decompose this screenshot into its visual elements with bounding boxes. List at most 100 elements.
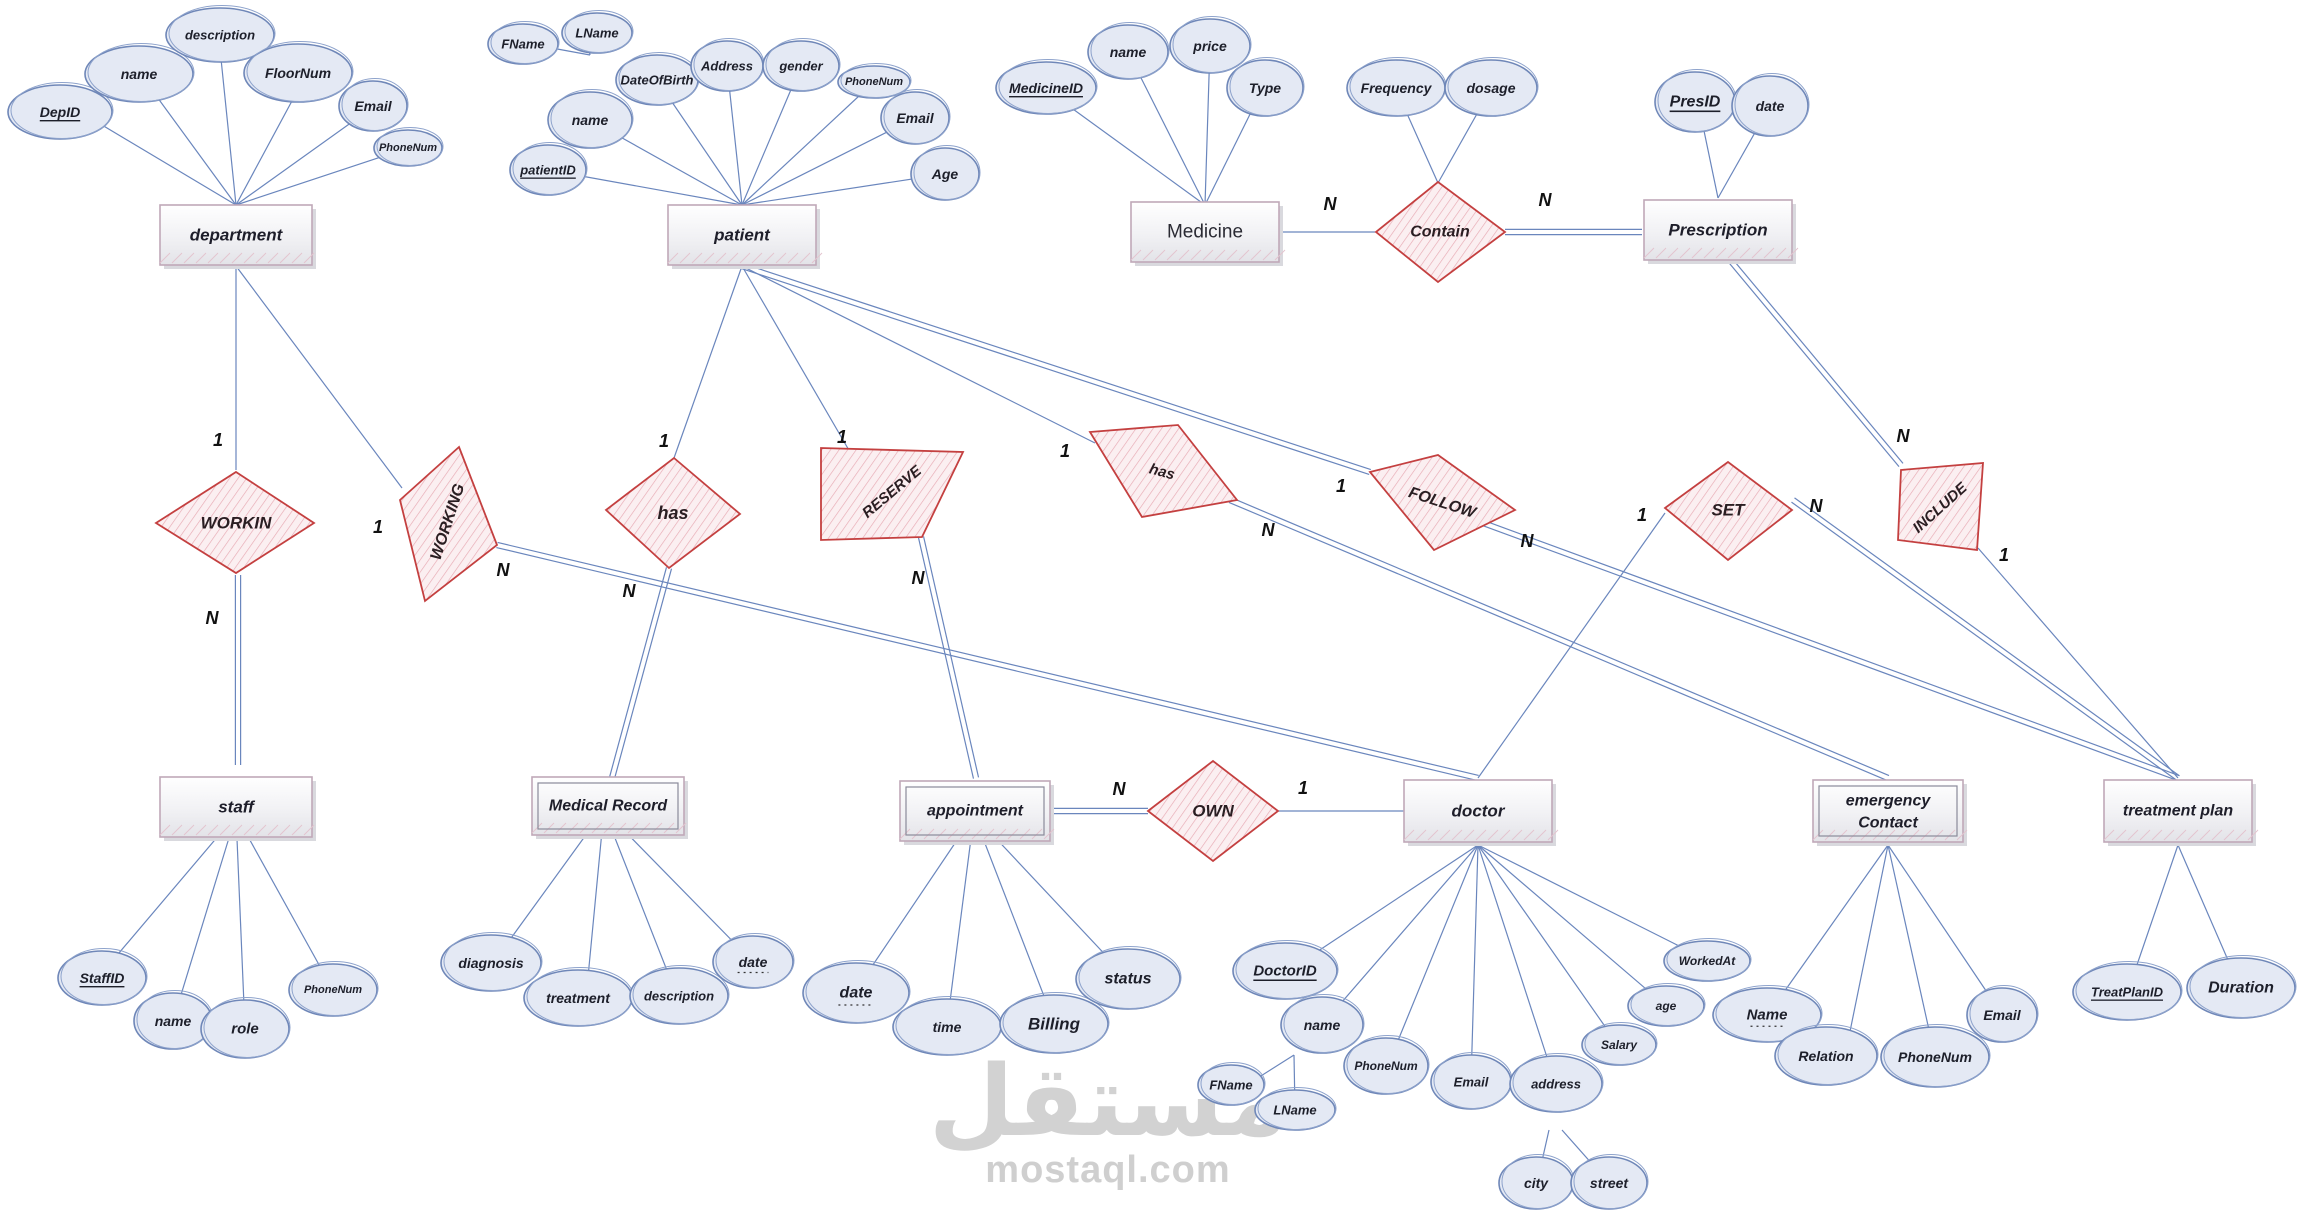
entity-doctor[interactable]: doctor (1403, 779, 1559, 846)
entity-hatch (1166, 249, 1178, 261)
entity-patient[interactable]: patient (667, 204, 823, 269)
attr-contain-dosage[interactable]: dosage (1444, 57, 1539, 117)
attr-doctor-city[interactable]: city (1498, 1154, 1575, 1210)
attr-plan-duration[interactable]: Duration (2186, 955, 2297, 1019)
attr-patient-phonenum[interactable]: PhoneNum (837, 63, 912, 99)
entity-staff[interactable]: staff (159, 776, 316, 841)
entity-medical-record[interactable]: Medical Record (531, 776, 688, 839)
attribute-ellipse (1663, 940, 1751, 982)
relationship-reserve[interactable]: RESERVE (820, 447, 965, 541)
entity-appointment[interactable]: appointment (899, 780, 1055, 845)
attr-doctor-lname[interactable]: LName (1254, 1087, 1337, 1131)
attr-record-treatment[interactable]: treatment (523, 967, 634, 1027)
attr-patient-age[interactable]: Age (910, 145, 981, 201)
attr-department-description[interactable]: description (165, 5, 276, 63)
attribute-label: FName (501, 37, 544, 52)
attribute-sketch-stroke (765, 38, 841, 91)
attr-appointment-billing[interactable]: Billing (999, 992, 1110, 1054)
attr-contain-frequency[interactable]: Frequency (1346, 57, 1447, 117)
entity-treatment-plan[interactable]: treatment plan (2103, 779, 2259, 846)
relationship-shape (820, 447, 965, 541)
entity-box (2103, 779, 2253, 843)
attr-doctor-address[interactable]: address (1509, 1053, 1604, 1113)
relationship-own[interactable]: OWN (1146, 759, 1280, 863)
attr-medicine-price[interactable]: price (1169, 16, 1252, 74)
attr-contact-relation[interactable]: Relation (1774, 1024, 1879, 1086)
attr-contact-email[interactable]: Email (1966, 985, 2039, 1043)
entity-hatch (171, 824, 183, 836)
entity-hatch (303, 824, 315, 836)
attr-medicine-name[interactable]: name (1087, 22, 1170, 80)
attr-patient-fname[interactable]: FName (487, 21, 560, 65)
relationship-follow[interactable]: FOLLOW (1368, 454, 1517, 552)
attr-doctor-phonenum[interactable]: PhoneNum (1343, 1035, 1430, 1095)
relationship-workin[interactable]: WORKIN (154, 470, 316, 575)
attr-patient-address[interactable]: Address (690, 38, 765, 92)
attr-patient-email[interactable]: Email (880, 89, 951, 145)
attr-staff-role[interactable]: role (200, 997, 291, 1059)
attr-department-phonenum[interactable]: PhoneNum (373, 127, 444, 167)
attr-record-date[interactable]: date (712, 933, 795, 989)
attr-department-floornum[interactable]: FloorNum (243, 41, 354, 103)
attribute-sketch-stroke (1229, 57, 1305, 116)
attr-record-diagnosis[interactable]: diagnosis (440, 932, 543, 992)
attr-appointment-time[interactable]: time (892, 996, 1003, 1056)
attr-staff-phonenum[interactable]: PhoneNum (288, 961, 379, 1017)
attribute-label: price (1192, 38, 1227, 54)
relationship-shape (398, 445, 499, 603)
entity-hatch (1643, 247, 1655, 259)
attr-doctor-salary[interactable]: Salary (1581, 1022, 1658, 1066)
attr-doctor-workedat[interactable]: WorkedAt (1663, 938, 1752, 982)
attr-contact-phonenum[interactable]: PhoneNum (1880, 1024, 1991, 1088)
attr-doctor-street[interactable]: street (1570, 1154, 1649, 1210)
attribute-ellipse (1444, 59, 1538, 117)
attr-doctor-email[interactable]: Email (1430, 1052, 1513, 1110)
attribute-label: name (1110, 44, 1147, 60)
attr-staff-name[interactable]: name (133, 990, 214, 1050)
entity-label: department (190, 226, 284, 245)
attribute-label: PhoneNum (1354, 1059, 1418, 1073)
attribute-sketch-stroke (1734, 73, 1810, 136)
attribute-label: LName (1273, 1103, 1316, 1118)
attr-department-name[interactable]: name (84, 43, 195, 103)
attr-patient-dateofbirth[interactable]: DateOfBirth (615, 52, 700, 106)
attr-doctor-name[interactable]: name (1280, 994, 1365, 1054)
attribute-ellipse (1731, 75, 1809, 137)
relationship-contain[interactable]: Contain (1374, 180, 1507, 284)
relationship-has-record[interactable]: has (604, 456, 742, 570)
entity-medicine[interactable]: Medicine (1130, 201, 1286, 266)
attr-contact-name[interactable]: Name (1712, 985, 1823, 1043)
entity-hatch (231, 824, 243, 836)
cardinality-label: 1 (1060, 441, 1070, 461)
relationship-has-contact[interactable]: has (1088, 424, 1239, 518)
attr-medicine-medicineid[interactable]: MedicineID (995, 59, 1098, 115)
attr-plan-treatplanid[interactable]: TreatPlanID (2072, 961, 2183, 1021)
attr-medicine-type[interactable]: Type (1226, 57, 1305, 117)
attr-prescription-date[interactable]: date (1731, 73, 1810, 137)
attr-patient-patientid[interactable]: patientID (509, 142, 588, 196)
attribute-sketch-stroke (1630, 983, 1706, 1026)
attr-patient-lname[interactable]: LName (561, 10, 634, 54)
attr-department-email[interactable]: Email (338, 78, 409, 132)
attr-prescription-presid[interactable]: PresID (1654, 69, 1737, 133)
attr-doctor-age[interactable]: age (1627, 983, 1706, 1027)
attr-department-depid[interactable]: DepID (7, 82, 114, 140)
attribute-connector (235, 814, 246, 1030)
attr-staff-staffid[interactable]: StaffID (57, 948, 148, 1006)
entity-hatch (2115, 829, 2127, 841)
relationship-shape (1663, 460, 1794, 562)
attr-doctor-fname[interactable]: FName (1197, 1062, 1266, 1106)
relationship-set[interactable]: SET (1663, 460, 1794, 562)
attr-patient-name[interactable]: name (547, 89, 634, 149)
relationship-working[interactable]: WORKING (398, 445, 499, 603)
entity-department[interactable]: department (159, 204, 316, 269)
relationship-include[interactable]: INCLUDE (1897, 462, 1984, 552)
attr-patient-gender[interactable]: gender (762, 38, 841, 92)
attr-doctor-doctorid[interactable]: DoctorID (1232, 940, 1339, 1000)
attr-record-description[interactable]: description (629, 965, 730, 1025)
attr-appointment-date[interactable]: date (802, 960, 911, 1024)
entity-prescription[interactable]: Prescription (1643, 199, 1799, 264)
attr-appointment-status[interactable]: status (1075, 946, 1182, 1010)
entity-box (1643, 199, 1793, 261)
